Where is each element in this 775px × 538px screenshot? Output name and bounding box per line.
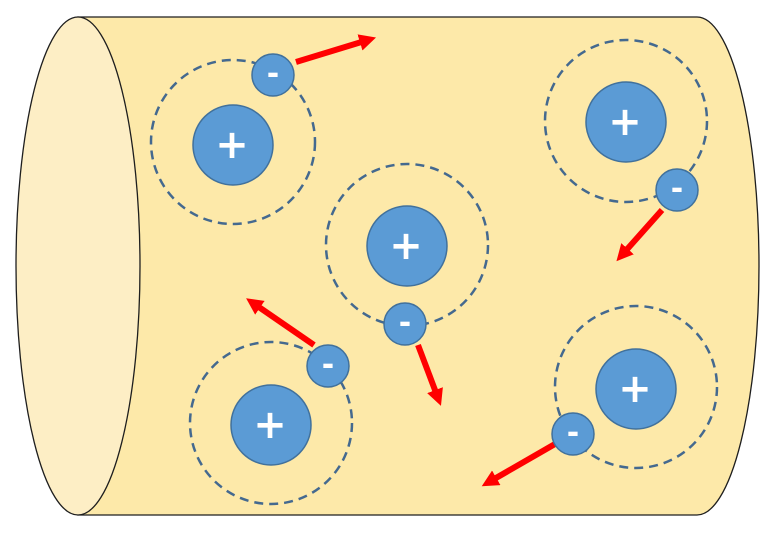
atom: + - [149, 34, 377, 226]
electron [655, 168, 699, 212]
plus-sign: + [215, 122, 249, 168]
cylinder-end-face [15, 16, 141, 516]
electron [551, 412, 595, 456]
electron-orbit [553, 304, 719, 470]
electron-orbit [543, 38, 709, 204]
minus-sign: - [399, 306, 411, 341]
electron-motion-arrow [616, 208, 665, 262]
electron-motion-arrow [415, 343, 443, 406]
plus-sign: + [608, 99, 642, 145]
positive-nucleus [230, 384, 312, 466]
atom: + - [481, 304, 719, 487]
electron [383, 302, 427, 346]
positive-nucleus [192, 104, 274, 186]
atom: + - [543, 38, 709, 262]
minus-sign: - [322, 348, 334, 383]
minus-sign: - [671, 172, 683, 207]
electron [306, 344, 350, 388]
electron [251, 53, 295, 97]
minus-sign: - [267, 57, 279, 92]
plus-sign: + [618, 366, 652, 412]
positive-nucleus [585, 81, 667, 163]
electron-motion-arrow [295, 34, 377, 65]
electron-motion-arrow [246, 298, 316, 348]
plus-sign: + [389, 223, 423, 269]
electron-orbit [188, 340, 354, 506]
minus-sign: - [567, 416, 579, 451]
atom: + - [324, 162, 490, 406]
positive-nucleus [595, 348, 677, 430]
plus-sign: + [253, 402, 287, 448]
positive-nucleus [366, 205, 448, 287]
atom: + - [188, 298, 354, 506]
electron-orbit [149, 58, 317, 226]
electron-motion-arrow [481, 441, 557, 487]
